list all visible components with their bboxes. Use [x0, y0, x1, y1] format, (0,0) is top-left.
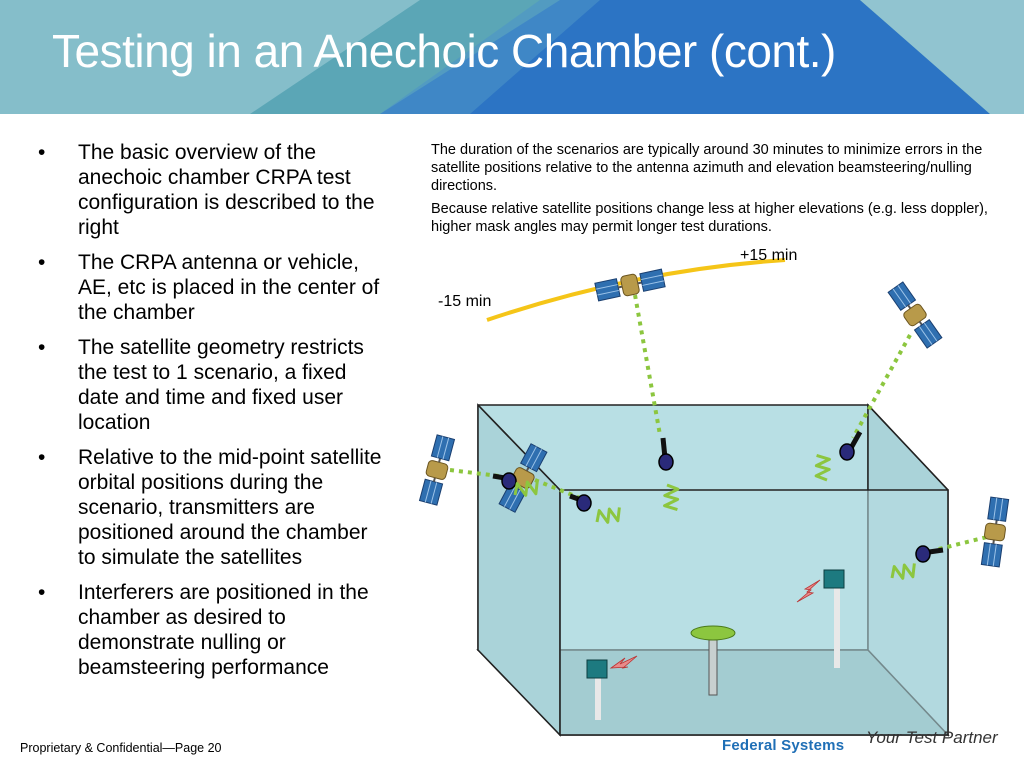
- chamber-front-face: [559, 489, 949, 736]
- footer-text: Proprietary & Confidential—Page 20: [20, 741, 222, 755]
- bullet-icon: •: [38, 581, 46, 604]
- transmitter-antenna-icon: [492, 472, 517, 490]
- beam-line: [633, 294, 662, 436]
- transmitter-antenna-icon: [915, 545, 944, 563]
- bullet-icon: •: [38, 141, 46, 164]
- title-banner: Testing in an Anechoic Chamber (cont.): [0, 0, 1024, 114]
- interferer-icon: [586, 655, 638, 720]
- scenario-notes: The duration of the scenarios are typica…: [431, 141, 1001, 241]
- transmitter-antenna-icon: [569, 493, 592, 512]
- transmitter-antenna-icon: [658, 437, 674, 471]
- satellite-icon: [886, 280, 944, 350]
- label-minus-15: -15 min: [438, 293, 491, 310]
- satellite-icon: [979, 495, 1011, 569]
- crpa-antenna: [690, 625, 736, 696]
- bullet-text: The satellite geometry restricts the tes…: [78, 336, 364, 434]
- bullet-text: The CRPA antenna or vehicle, AE, etc is …: [78, 251, 380, 324]
- label-plus-15: +15 min: [740, 247, 797, 264]
- bullet-text: Interferers are positioned in the chambe…: [78, 581, 369, 679]
- beam-line: [851, 334, 912, 439]
- satellite-icon: [593, 267, 667, 303]
- bullet-text: Relative to the mid-point satellite orbi…: [78, 446, 382, 569]
- bullet-item: • Relative to the mid-point satellite orb…: [38, 445, 383, 570]
- transmitter-antenna-icon: [839, 430, 863, 461]
- bullet-icon: •: [38, 251, 46, 274]
- tagline: Your Test Partner: [866, 728, 998, 747]
- satellite-icon: [417, 433, 457, 507]
- bullet-list: • The basic overview of the anechoic cham…: [38, 140, 383, 690]
- brand-logo: Federal Systems: [722, 737, 845, 754]
- note-mask-angles: Because relative satellite positions cha…: [431, 201, 988, 235]
- bullet-icon: •: [38, 336, 46, 359]
- bullet-text: The basic overview of the anechoic chamb…: [78, 141, 375, 239]
- bullet-item: • The satellite geometry restricts the te…: [38, 335, 383, 435]
- page-title: Testing in an Anechoic Chamber (cont.): [52, 25, 836, 77]
- chamber-diagram: +15 min -15 min: [417, 247, 1011, 737]
- note-duration: The duration of the scenarios are typica…: [431, 142, 983, 194]
- bullet-item: • Interferers are positioned in the chamb…: [38, 580, 383, 680]
- bullet-item: • The CRPA antenna or vehicle, AE, etc is…: [38, 250, 383, 325]
- bullet-item: • The basic overview of the anechoic cham…: [38, 140, 383, 240]
- banner-background: [0, 0, 1024, 114]
- bullet-icon: •: [38, 446, 46, 469]
- interferer-icon: [796, 569, 845, 668]
